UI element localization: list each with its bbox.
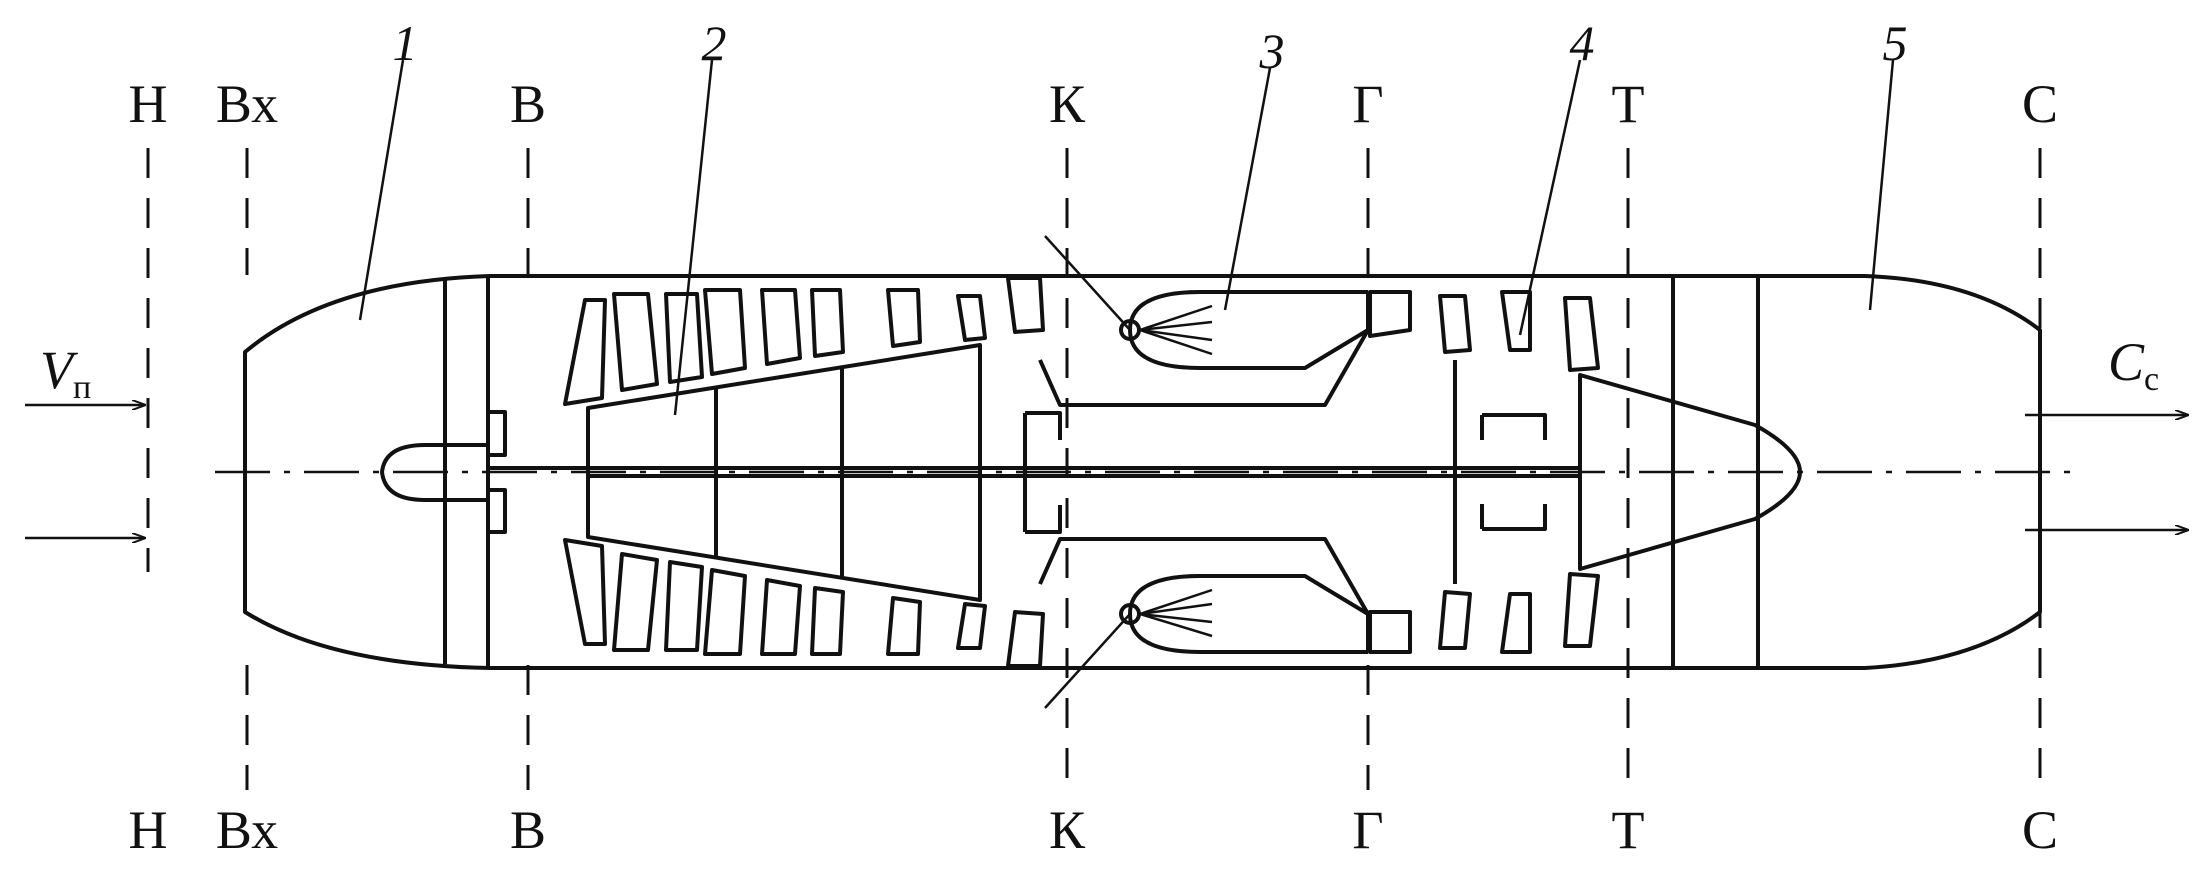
section-label-t-top: Т: [1612, 74, 1645, 134]
section-label-k-top: К: [1049, 74, 1086, 134]
combustion-chamber-top: [1038, 235, 1370, 407]
svg-text:Vп: Vп: [40, 340, 91, 406]
section-label-g-bottom: Г: [1352, 800, 1383, 860]
inlet-flow-arrows: [25, 405, 145, 538]
svg-text:Cc: Cc: [2108, 332, 2159, 398]
section-label-vx-top: Вх: [216, 74, 278, 134]
section-label-g-top: Г: [1352, 74, 1383, 134]
component-leaders: [358, 59, 1895, 416]
section-labels-top: Н Вх В К Г Т С: [129, 74, 2059, 134]
section-label-h-bottom: Н: [129, 800, 168, 860]
section-labels-bottom: Н Вх В К Г Т С: [129, 800, 2059, 860]
section-label-c-bottom: С: [2022, 800, 2058, 860]
inlet-velocity-subscript: п: [73, 369, 91, 406]
section-label-c-top: С: [2022, 74, 2058, 134]
outlet-velocity-label: Cc: [2108, 332, 2159, 398]
engine-casing: [243, 274, 2042, 670]
section-label-v-bottom: В: [510, 800, 546, 860]
section-label-k-bottom: К: [1049, 800, 1086, 860]
component-number-2: 2: [702, 15, 727, 71]
component-number-5: 5: [1883, 15, 1908, 71]
inlet-velocity-symbol: V: [40, 340, 79, 400]
exhaust-cone: [1578, 373, 1802, 571]
section-label-vx-bottom: Вх: [216, 800, 278, 860]
combustion-chamber-bottom: [1038, 537, 1370, 709]
component-number-1: 1: [393, 15, 418, 71]
component-numbers: 1 2 3 4 5: [393, 15, 1908, 79]
outlet-velocity-symbol: C: [2108, 332, 2145, 392]
component-number-3: 3: [1259, 23, 1285, 79]
outlet-flow-arrows: [2025, 415, 2188, 530]
outlet-velocity-subscript: c: [2144, 361, 2159, 398]
inlet-cone: [380, 410, 590, 534]
inlet-velocity-label: Vп: [40, 340, 91, 406]
section-label-v-top: В: [510, 74, 546, 134]
compressor-blades-bottom: [563, 538, 1045, 668]
turbine: [1368, 290, 1600, 654]
section-label-h-top: Н: [129, 74, 168, 134]
component-number-4: 4: [1570, 15, 1595, 71]
compressor-rotor: [586, 343, 1580, 602]
compressor-blades-top: [563, 276, 1045, 406]
section-label-t-bottom: Т: [1612, 800, 1645, 860]
